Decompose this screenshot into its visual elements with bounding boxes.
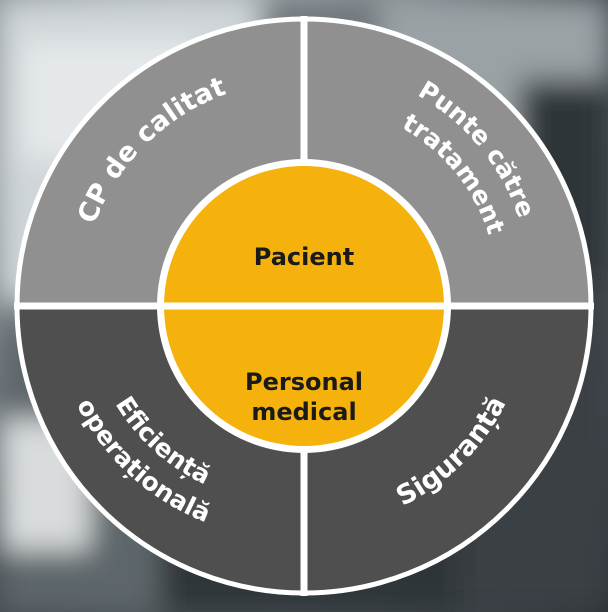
center-label-personal: Personal (245, 368, 363, 396)
center-label-medical: medical (251, 398, 356, 426)
center-label-pacient: Pacient (254, 243, 354, 271)
